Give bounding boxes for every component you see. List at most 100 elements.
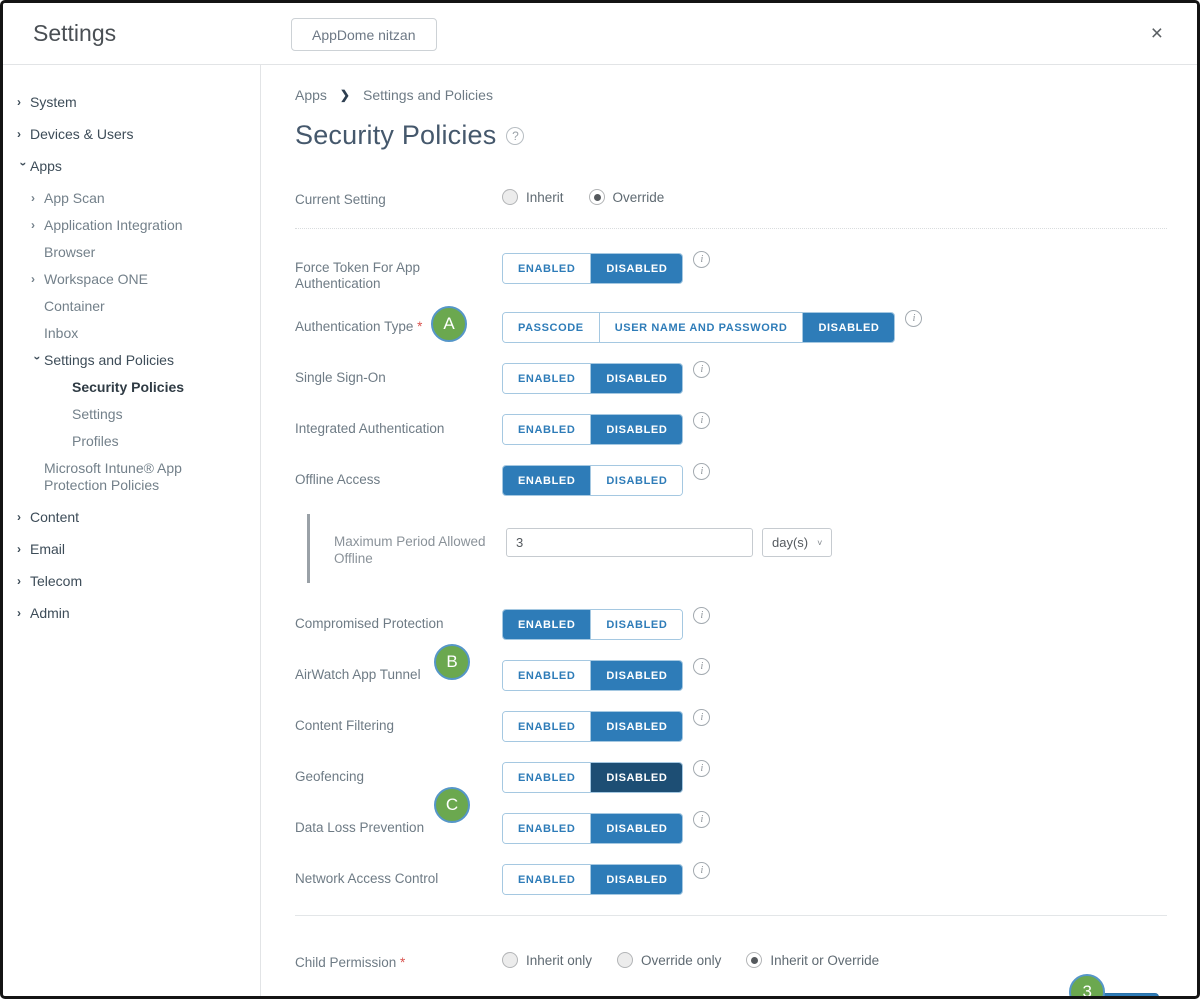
sidebar-item-email[interactable]: ›Email xyxy=(3,541,260,558)
segment-enabled[interactable]: ENABLED xyxy=(503,865,592,894)
radio-circle[interactable] xyxy=(588,189,605,205)
segment-enabled[interactable]: ENABLED xyxy=(503,466,592,495)
page-title: Security Policies xyxy=(295,120,497,150)
child-permission-label: Child Permission * xyxy=(295,955,406,970)
sidebar-item-container[interactable]: Container xyxy=(3,298,260,315)
info-icon[interactable]: i xyxy=(693,361,711,378)
sidebar-item-security-policies[interactable]: Security Policies xyxy=(3,379,260,396)
sidebar-item-admin[interactable]: ›Admin xyxy=(3,605,260,622)
info-icon[interactable]: i xyxy=(905,310,923,327)
sidebar-item-inbox[interactable]: Inbox xyxy=(3,325,260,342)
policy-rows: Force Token For App Authentication ENABL… xyxy=(295,251,1167,895)
offline-period-input[interactable] xyxy=(506,528,753,557)
segment-enabled[interactable]: ENABLED xyxy=(503,763,592,792)
segment-disabled[interactable]: DISABLED xyxy=(591,415,683,444)
segment-disabled[interactable]: DISABLED xyxy=(591,814,683,843)
sidebar-item-microsoft-intune-app-protection-policies[interactable]: Microsoft Intune® App Protection Policie… xyxy=(3,460,260,494)
info-icon[interactable]: i xyxy=(693,811,711,828)
chevron-down-icon: › xyxy=(30,355,45,360)
segment-enabled[interactable]: ENABLED xyxy=(503,254,592,283)
chevron-right-icon: › xyxy=(31,191,35,205)
info-icon[interactable]: i xyxy=(693,607,711,624)
info-icon[interactable]: i xyxy=(693,760,711,777)
segment-enabled[interactable]: ENABLED xyxy=(503,661,592,690)
segment-disabled[interactable]: DISABLED xyxy=(591,763,683,792)
radio-option-inherit-only[interactable]: Inherit only xyxy=(502,952,592,968)
sidebar-item-profiles[interactable]: Profiles xyxy=(3,433,260,450)
segment-disabled[interactable]: DISABLED xyxy=(591,865,683,894)
radio-option-override-only[interactable]: Override only xyxy=(617,952,721,968)
info-icon[interactable]: i xyxy=(693,862,711,879)
segment-disabled[interactable]: DISABLED xyxy=(591,254,683,283)
policy-label-airwatch-app-tunnel: AirWatch App Tunnel xyxy=(295,667,421,682)
sidebar-item-settings[interactable]: Settings xyxy=(3,406,260,423)
radio-circle[interactable] xyxy=(502,189,518,205)
radio-circle[interactable] xyxy=(502,952,518,968)
sidebar-item-label: Apps xyxy=(30,158,62,174)
info-icon[interactable]: i xyxy=(693,251,711,268)
radio-option-inherit-or-override[interactable]: Inherit or Override xyxy=(746,952,879,968)
radio-option-override[interactable]: Override xyxy=(588,189,665,205)
help-icon[interactable]: ? xyxy=(506,126,525,145)
child-permission-row: Child Permission * Inherit only Override … xyxy=(295,948,1167,971)
offline-period-subrow: Maximum Period Allowed Offline day(s) ˅ xyxy=(307,514,1167,583)
sidebar-nav: ›System›Devices & Users›Apps›App Scan›Ap… xyxy=(3,94,260,622)
segment-disabled[interactable]: DISABLED xyxy=(591,712,683,741)
info-icon[interactable]: i xyxy=(693,412,711,429)
policy-label-network-access-control: Network Access Control xyxy=(295,871,439,886)
chevron-right-icon: › xyxy=(17,542,21,556)
sidebar-item-apps[interactable]: ›Apps xyxy=(3,158,260,175)
settings-sidebar: ›System›Devices & Users›Apps›App Scan›Ap… xyxy=(3,65,261,996)
sidebar-item-browser[interactable]: Browser xyxy=(3,244,260,261)
radio-circle[interactable] xyxy=(746,952,763,968)
chevron-right-icon: › xyxy=(17,510,21,524)
segment-disabled[interactable]: DISABLED xyxy=(591,364,683,393)
segment-enabled[interactable]: ENABLED xyxy=(503,610,592,639)
radio-circle[interactable] xyxy=(617,952,634,968)
segment-enabled[interactable]: ENABLED xyxy=(503,364,592,393)
sidebar-item-label: Admin xyxy=(30,605,70,621)
segment-disabled[interactable]: DISABLED xyxy=(591,661,683,690)
info-icon[interactable]: i xyxy=(693,463,711,480)
info-icon[interactable]: i xyxy=(693,658,711,675)
breadcrumb: Apps ❯ Settings and Policies xyxy=(295,87,1167,103)
radio-label: Override xyxy=(612,189,665,205)
info-icon[interactable]: i xyxy=(693,709,711,726)
segment-user-name-and-password[interactable]: USER NAME AND PASSWORD xyxy=(599,313,804,342)
sidebar-item-app-scan[interactable]: ›App Scan xyxy=(3,190,260,207)
segment-disabled[interactable]: DISABLED xyxy=(591,466,683,495)
section-divider xyxy=(295,915,1167,916)
radio-option-inherit[interactable]: Inherit xyxy=(502,189,564,205)
sidebar-item-settings-and-policies[interactable]: ›Settings and Policies xyxy=(3,352,260,369)
segment-disabled[interactable]: DISABLED xyxy=(591,610,683,639)
segment-enabled[interactable]: ENABLED xyxy=(503,814,592,843)
organization-group-button[interactable]: AppDome nitzan xyxy=(291,18,437,51)
segment-passcode[interactable]: PASSCODE xyxy=(503,313,600,342)
breadcrumb-apps[interactable]: Apps xyxy=(295,87,327,103)
sidebar-item-telecom[interactable]: ›Telecom xyxy=(3,573,260,590)
sidebar-item-devices-users[interactable]: ›Devices & Users xyxy=(3,126,260,143)
chevron-right-icon: ❯ xyxy=(339,88,350,102)
offline-period-unit-select[interactable]: day(s) ˅ xyxy=(762,528,833,557)
sidebar-item-application-integration[interactable]: ›Application Integration xyxy=(3,217,260,234)
required-asterisk: * xyxy=(396,955,406,970)
segment-enabled[interactable]: ENABLED xyxy=(503,712,592,741)
sidebar-item-system[interactable]: ›System xyxy=(3,94,260,111)
segment-disabled[interactable]: DISABLED xyxy=(803,313,895,342)
close-icon[interactable]: × xyxy=(1150,22,1163,45)
sidebar-item-content[interactable]: ›Content xyxy=(3,509,260,526)
sidebar-item-workspace-one[interactable]: ›Workspace ONE xyxy=(3,271,260,288)
breadcrumb-settings-and-policies[interactable]: Settings and Policies xyxy=(362,87,493,103)
segment-enabled[interactable]: ENABLED xyxy=(503,415,592,444)
